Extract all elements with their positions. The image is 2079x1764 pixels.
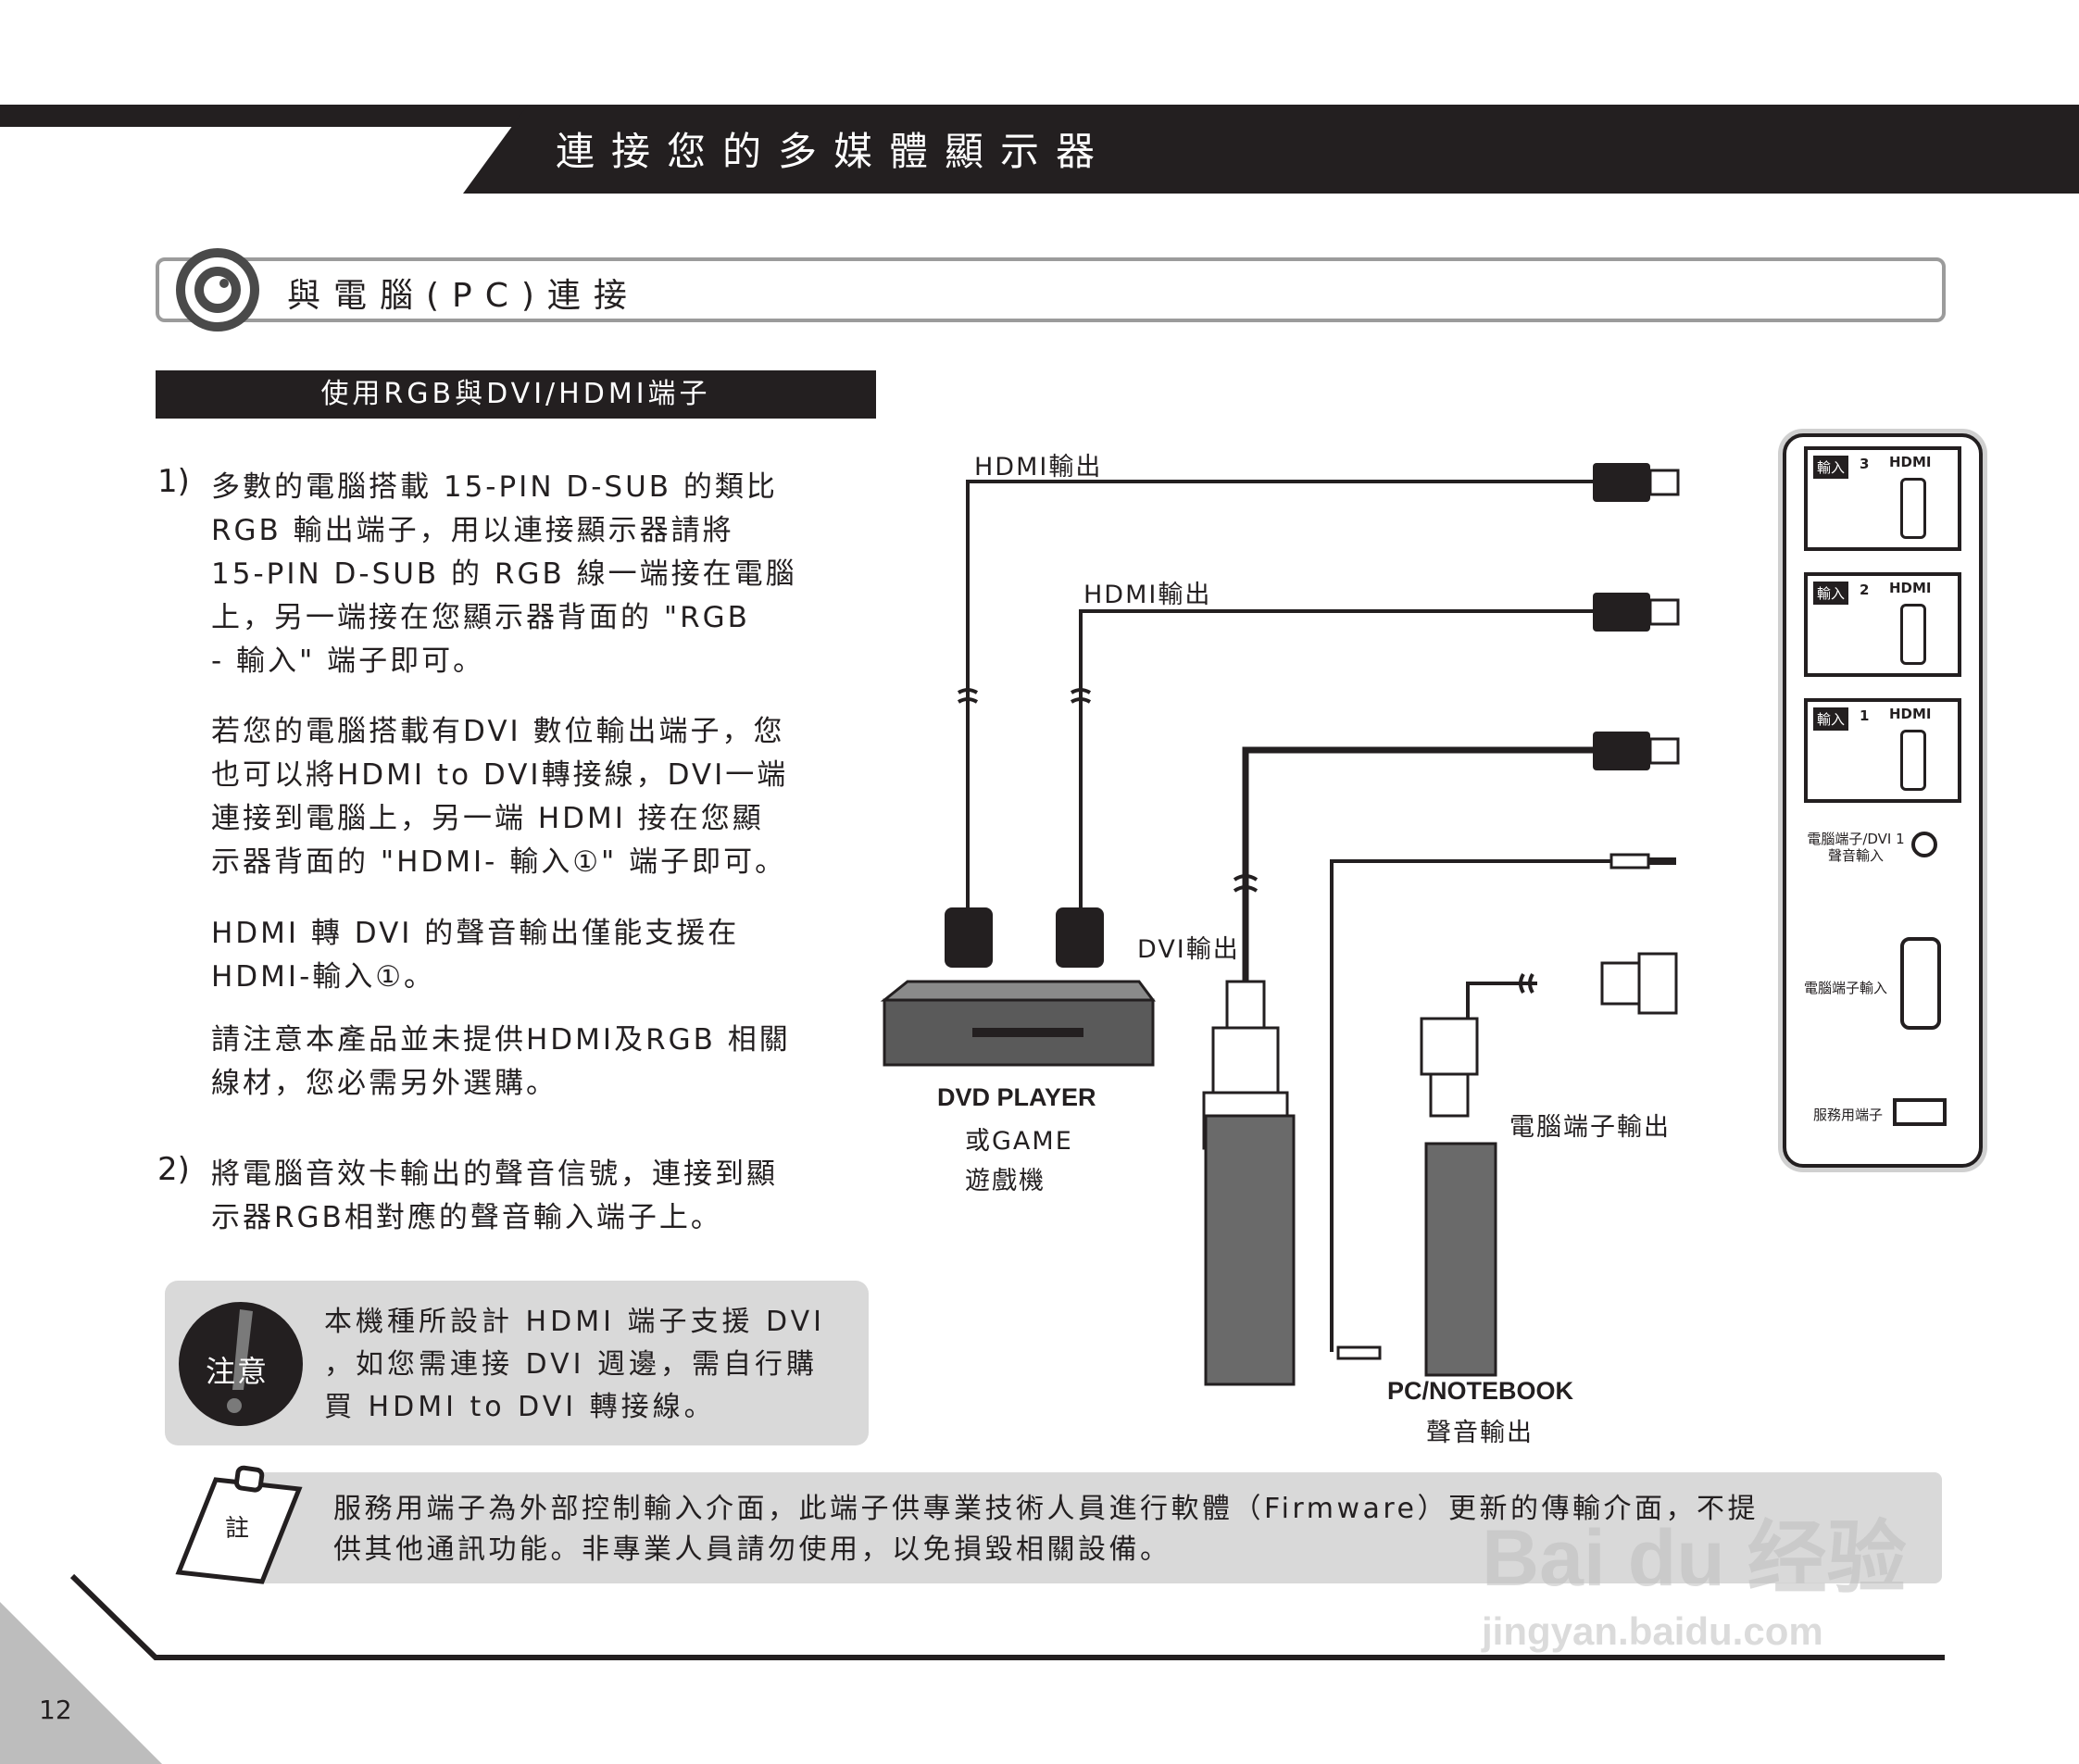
hdmi-input-3-port: 輸入 3 HDMI <box>1804 446 1961 551</box>
note-box <box>255 1472 1942 1583</box>
connection-diagram <box>880 463 1680 1386</box>
label-pc-notebook: PC/NOTEBOOK <box>1387 1377 1574 1405</box>
label-dvi-out: DVI輸出 <box>1137 935 1240 964</box>
label-dvd-player: DVD PLAYER <box>937 1083 1096 1111</box>
paragraph-dvi: 若您的電腦搭載有DVI 數位輸出端子，您 也可以將HDMI to DVI轉接線，… <box>211 715 789 879</box>
notice-text: 本機種所設計 HDMI 端子支援 DVI ，如您需連接 DVI 週邊，需自行購 … <box>324 1306 825 1423</box>
notice-label: 注意 <box>206 1354 269 1389</box>
sub-heading: 使用RGB與DVI/HDMI端子 <box>156 370 876 419</box>
label-hdmi-out-1: HDMI輸出 <box>974 453 1103 482</box>
usb-port-icon <box>1893 1098 1947 1126</box>
watermark-brand: Bai du 经验 <box>1482 1514 1907 1603</box>
label-pc-terminal-out: 電腦端子輸出 <box>1509 1113 1671 1142</box>
section-title: 與電腦(PC)連接 <box>287 277 640 315</box>
step1-text: 多數的電腦搭載 15-PIN D-SUB 的類比 RGB 輸出端子，用以連接顯示… <box>211 470 797 678</box>
label-hdmi-out-2: HDMI輸出 <box>1083 581 1212 609</box>
note-text: 服務用端子為外部控制輸入介面，此端子供專業技術人員進行軟體（Firmware）更… <box>333 1493 1759 1566</box>
step2-number: 2) <box>157 1151 190 1188</box>
hdmi-plug-icon <box>1593 463 1680 770</box>
audio-plug-icon <box>1609 853 1676 869</box>
audio-jack-icon <box>1911 832 1937 857</box>
label-audio-out: 聲音輸出 <box>1426 1419 1534 1447</box>
hdmi-plug-icon <box>945 907 1104 968</box>
page-number: 12 <box>39 1695 72 1725</box>
target-icon <box>176 248 259 332</box>
watermark-url: jingyan.baidu.com <box>1482 1609 1823 1653</box>
label-game-console: 遊戲機 <box>965 1167 1046 1195</box>
dvd-player-icon <box>880 980 1156 1067</box>
header-band <box>463 105 2079 194</box>
label-or-game: 或GAME <box>965 1127 1073 1156</box>
step1-number: 1) <box>157 463 190 500</box>
vga-port-icon <box>1900 937 1941 1030</box>
hdmi-input-2-port: 輸入 2 HDMI <box>1804 572 1961 677</box>
pc-input-label: 電腦端子輸入 <box>1804 980 1888 996</box>
paragraph-audio: HDMI 轉 DVI 的聲音輸出僅能支援在 HDMI-輸入①。 <box>211 917 740 994</box>
pc-tower-icon <box>1204 1114 1497 1386</box>
vga-plug-icon <box>1600 952 1678 1015</box>
page-title: 連接您的多媒體顯示器 <box>556 129 1112 174</box>
section-bar <box>156 257 1946 322</box>
step2-text: 將電腦音效卡輸出的聲音信號，連接到顯 示器RGB相對應的聲音輸入端子上。 <box>211 1157 778 1234</box>
clipboard-icon <box>175 1465 303 1584</box>
audio-input-label: 電腦端子/DVI 1 聲音輸入 <box>1807 831 1905 864</box>
note-label: 註 <box>225 1515 250 1543</box>
page-footer-graphics <box>0 1573 1945 1764</box>
header-band-left <box>0 105 556 127</box>
paragraph-cables: 請注意本產品並未提供HDMI及RGB 相關 線材，您必需另外選購。 <box>211 1023 791 1100</box>
hdmi-input-1-port: 輸入 1 HDMI <box>1804 698 1961 803</box>
service-port-label: 服務用端子 <box>1813 1107 1884 1123</box>
warning-icon <box>179 1302 303 1426</box>
vga-plug-icon <box>1420 1017 1479 1118</box>
